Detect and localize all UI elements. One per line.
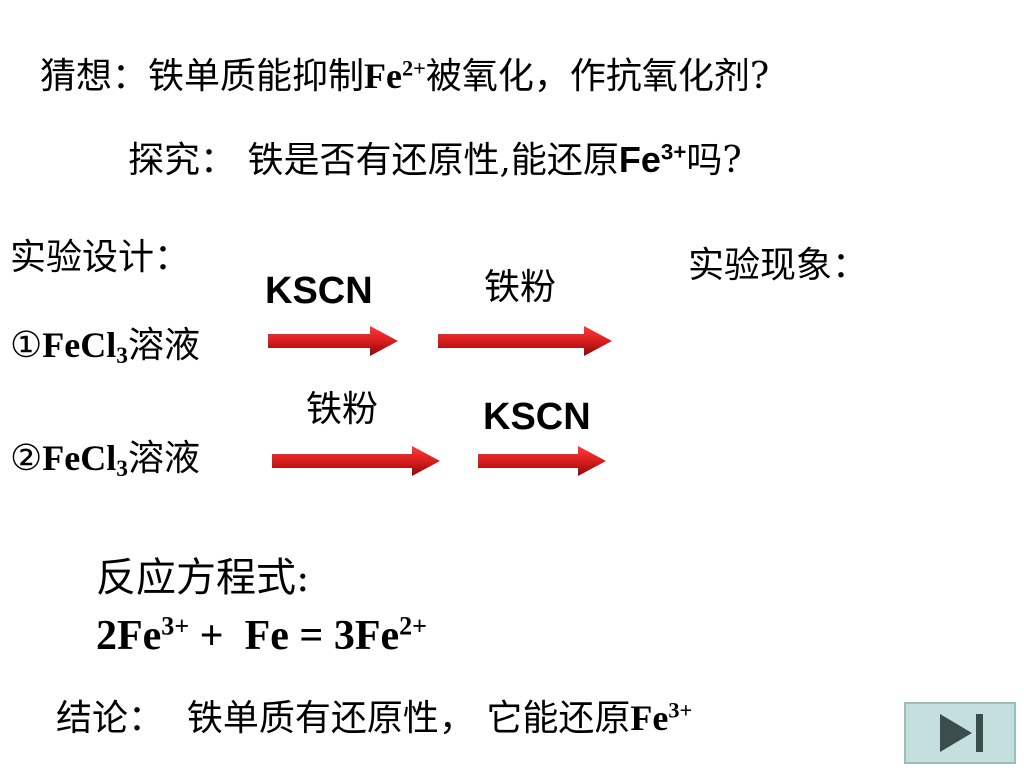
inquiry-line: 探究： 铁是否有还原性,能还原Fe3+吗?	[128, 139, 742, 181]
conclusion-charge: 3+	[668, 697, 693, 723]
equation-lhs1: 2Fe	[96, 613, 162, 659]
equation-lhs1-charge: 3+	[161, 611, 190, 641]
exp1-arrow2	[438, 326, 612, 356]
exp2-reagent1: 铁粉	[306, 389, 379, 430]
exp2-solution: 溶液	[127, 438, 200, 479]
equation-rhs-charge: 2+	[399, 611, 427, 641]
exp2-subscript: 3	[116, 455, 128, 482]
equation-line: 2Fe3+ + Fe = 3Fe2+	[96, 611, 427, 659]
exp1-reagent1: KSCN	[265, 270, 373, 312]
design-label: 实验设计：	[10, 237, 191, 278]
hypothesis-prefix: 猜想：铁单质能抑制	[40, 56, 365, 97]
exp1-subscript: 3	[116, 342, 128, 369]
end-icon	[940, 714, 983, 752]
inquiry-formula: Fe	[618, 139, 661, 180]
exp2-arrow2	[478, 446, 606, 476]
hypothesis-charge: 2+	[401, 55, 426, 81]
exp1-solution-label: ①FeCl3溶液	[10, 325, 200, 368]
end-slide-button[interactable]	[904, 702, 1016, 764]
exp2-marker: ②	[10, 438, 43, 479]
exp2-reagent2: KSCN	[483, 396, 591, 438]
conclusion-prefix: 结论： 铁单质有还原性， 它能还原	[56, 698, 631, 739]
hypothesis-formula: Fe	[364, 56, 402, 96]
exp2-formula: FeCl	[42, 438, 117, 478]
inquiry-charge: 3+	[660, 139, 687, 165]
equation-rest: + Fe = 3Fe	[189, 613, 400, 659]
equation-label: 反应方程式:	[96, 555, 310, 601]
phenomenon-label: 实验现象：	[688, 245, 869, 286]
exp1-marker: ①	[10, 325, 43, 366]
inquiry-suffix: 吗?	[686, 140, 742, 181]
inquiry-prefix: 探究： 铁是否有还原性,能还原	[128, 140, 619, 181]
exp1-formula: FeCl	[42, 325, 117, 365]
hypothesis-line: 猜想：铁单质能抑制Fe2+被氧化，作抗氧化剂?	[40, 55, 770, 97]
conclusion-line: 结论： 铁单质有还原性， 它能还原Fe3+	[56, 697, 693, 739]
conclusion-formula: Fe	[630, 698, 669, 738]
exp1-solution: 溶液	[127, 325, 200, 366]
hypothesis-suffix: 被氧化，作抗氧化剂?	[425, 56, 770, 97]
exp2-arrow1	[272, 446, 440, 476]
exp1-arrow1	[268, 326, 398, 356]
exp2-solution-label: ②FeCl3溶液	[10, 438, 200, 481]
exp1-reagent2: 铁粉	[484, 267, 557, 308]
